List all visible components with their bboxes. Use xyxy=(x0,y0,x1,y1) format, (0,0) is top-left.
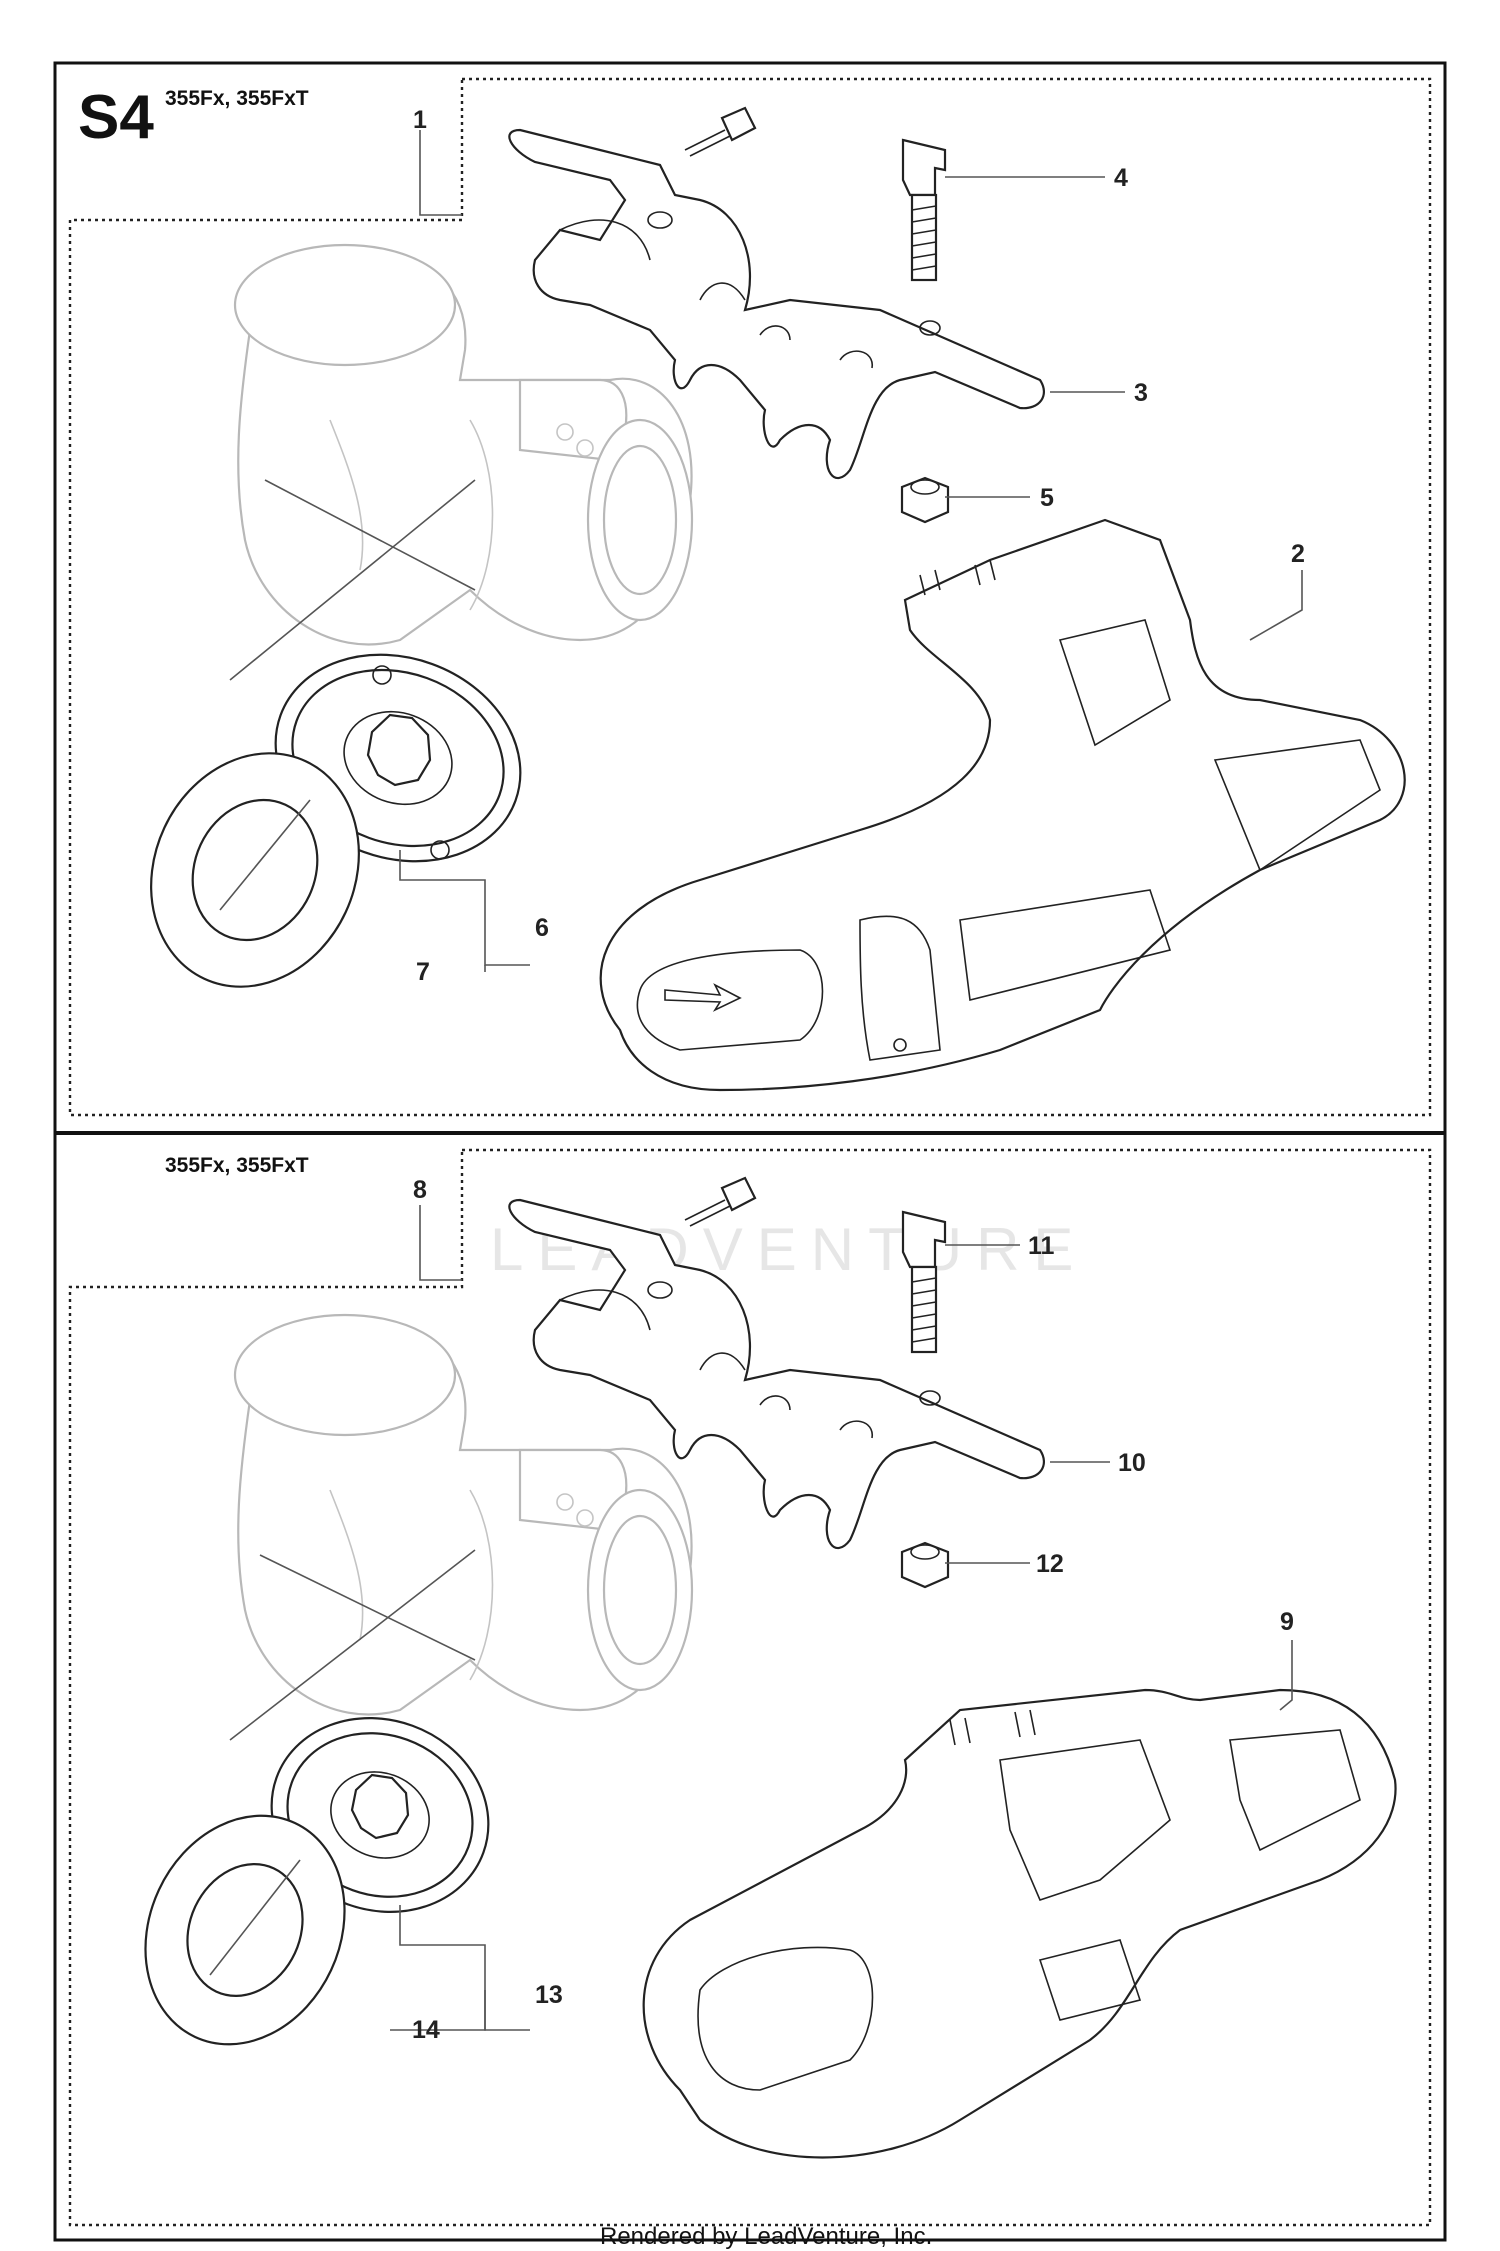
callout-11: 11 xyxy=(1028,1232,1055,1260)
callout-2: 2 xyxy=(1291,540,1305,568)
bolt-lower xyxy=(901,1210,947,1354)
callout-1: 1 xyxy=(413,106,427,134)
lower-dashed-frame xyxy=(68,1148,1432,2227)
callout-12: 12 xyxy=(1036,1550,1064,1578)
screw-small-lower xyxy=(684,1176,757,1227)
callout-7: 7 xyxy=(416,958,430,986)
gear-head-ghost xyxy=(233,243,694,646)
callout-5: 5 xyxy=(1040,484,1054,512)
drive-disc-lower xyxy=(270,1717,490,1913)
callout-13: 13 xyxy=(535,1981,563,2009)
callout-8: 8 xyxy=(413,1176,427,1204)
callout-10: 10 xyxy=(1118,1449,1146,1477)
nut-lower xyxy=(900,1541,950,1589)
footer-credit: Rendered by LeadVenture, Inc. xyxy=(600,2223,932,2250)
lower-section: 355Fx, 355FxT xyxy=(68,1148,1432,2227)
guard-bracket-lower xyxy=(508,1198,1045,1550)
upper-model-label: 355Fx, 355FxT xyxy=(165,87,309,110)
callout-4: 4 xyxy=(1114,164,1128,192)
lower-model-label: 355Fx, 355FxT xyxy=(165,1154,309,1177)
trimmer-guard xyxy=(599,518,1406,1092)
section-divider xyxy=(55,1131,1445,1135)
section-id: S4 xyxy=(78,83,154,152)
trimmer-guard-lower xyxy=(642,1688,1397,2159)
upper-dashed-frame xyxy=(68,77,1432,1117)
upper-section: S4 355Fx, 355FxT xyxy=(68,77,1432,1117)
callout-14: 14 xyxy=(412,2016,440,2044)
screw-small xyxy=(684,106,757,157)
nut xyxy=(900,476,950,524)
outer-frame xyxy=(53,61,1447,2242)
guard-bracket xyxy=(508,128,1045,480)
callout-6: 6 xyxy=(535,914,549,942)
callout-3: 3 xyxy=(1134,379,1148,407)
gear-head-ghost-lower xyxy=(233,1313,694,1716)
callout-9: 9 xyxy=(1280,1608,1294,1636)
bolt xyxy=(901,138,947,282)
